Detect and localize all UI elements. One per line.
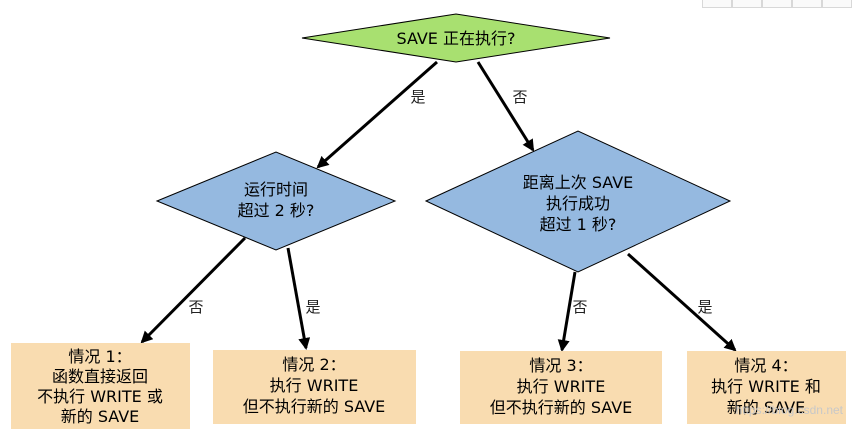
case4-line-3: 新的 SAVE [727, 398, 806, 417]
case2-box [213, 350, 416, 424]
edge-right-case4 [626, 252, 737, 352]
case3-line-2: 执行 WRITE [517, 377, 606, 396]
edge-left-case1 [140, 236, 247, 344]
case2-line-1: 情况 2： [282, 355, 345, 374]
edge-label-right-case3: 否 [572, 298, 587, 316]
case1-line-2: 函数直接返回 [52, 367, 148, 386]
edge-label-left-case2: 是 [305, 298, 320, 316]
edge-left-case2 [286, 247, 311, 350]
case1-line-1: 情况 1： [68, 347, 131, 366]
case4-box [687, 351, 846, 424]
edge-label-root-left: 是 [410, 88, 425, 106]
edge-label-root-right: 否 [512, 88, 527, 106]
edge-label-left-case1: 否 [188, 298, 203, 316]
edge-right-case3 [557, 271, 577, 352]
case3-line-3: 但不执行新的 SAVE [490, 398, 633, 417]
edge-label-right-case4: 是 [697, 298, 712, 316]
right-decision-line-1: 距离上次 SAVE [523, 173, 634, 192]
left-decision-line-1: 运行时间 [244, 180, 308, 199]
left-decision-diamond [155, 151, 397, 251]
copy-icon[interactable] [702, 0, 732, 8]
edge-root-right [476, 61, 535, 152]
case1-line-3: 不执行 WRITE 或 [37, 387, 163, 406]
case3-box [460, 351, 662, 424]
case2-line-3: 但不执行新的 SAVE [243, 397, 386, 416]
case4-line-1: 情况 4： [734, 356, 797, 375]
root-decision-line-1: SAVE 正在执行? [396, 29, 515, 48]
right-decision-diamond [424, 130, 732, 273]
fit-icon[interactable] [762, 0, 792, 8]
export-icon[interactable] [792, 0, 822, 8]
right-decision-line-2: 执行成功 [546, 194, 610, 213]
right-decision-line-3: 超过 1 秒? [540, 215, 617, 234]
toolbar [702, 0, 852, 8]
case1-line-4: 新的 SAVE [61, 407, 140, 426]
case3-line-1: 情况 3： [529, 356, 592, 375]
edge-root-left [316, 60, 438, 169]
left-decision-line-2: 超过 2 秒? [238, 201, 315, 220]
case2-line-2: 执行 WRITE [270, 376, 359, 395]
case1-box [11, 343, 190, 429]
expand-icon[interactable] [732, 0, 762, 8]
root-decision-diamond [301, 13, 611, 63]
case4-line-2: 执行 WRITE 和 [711, 377, 821, 396]
watermark: https://blog.csdn.net [736, 403, 844, 417]
